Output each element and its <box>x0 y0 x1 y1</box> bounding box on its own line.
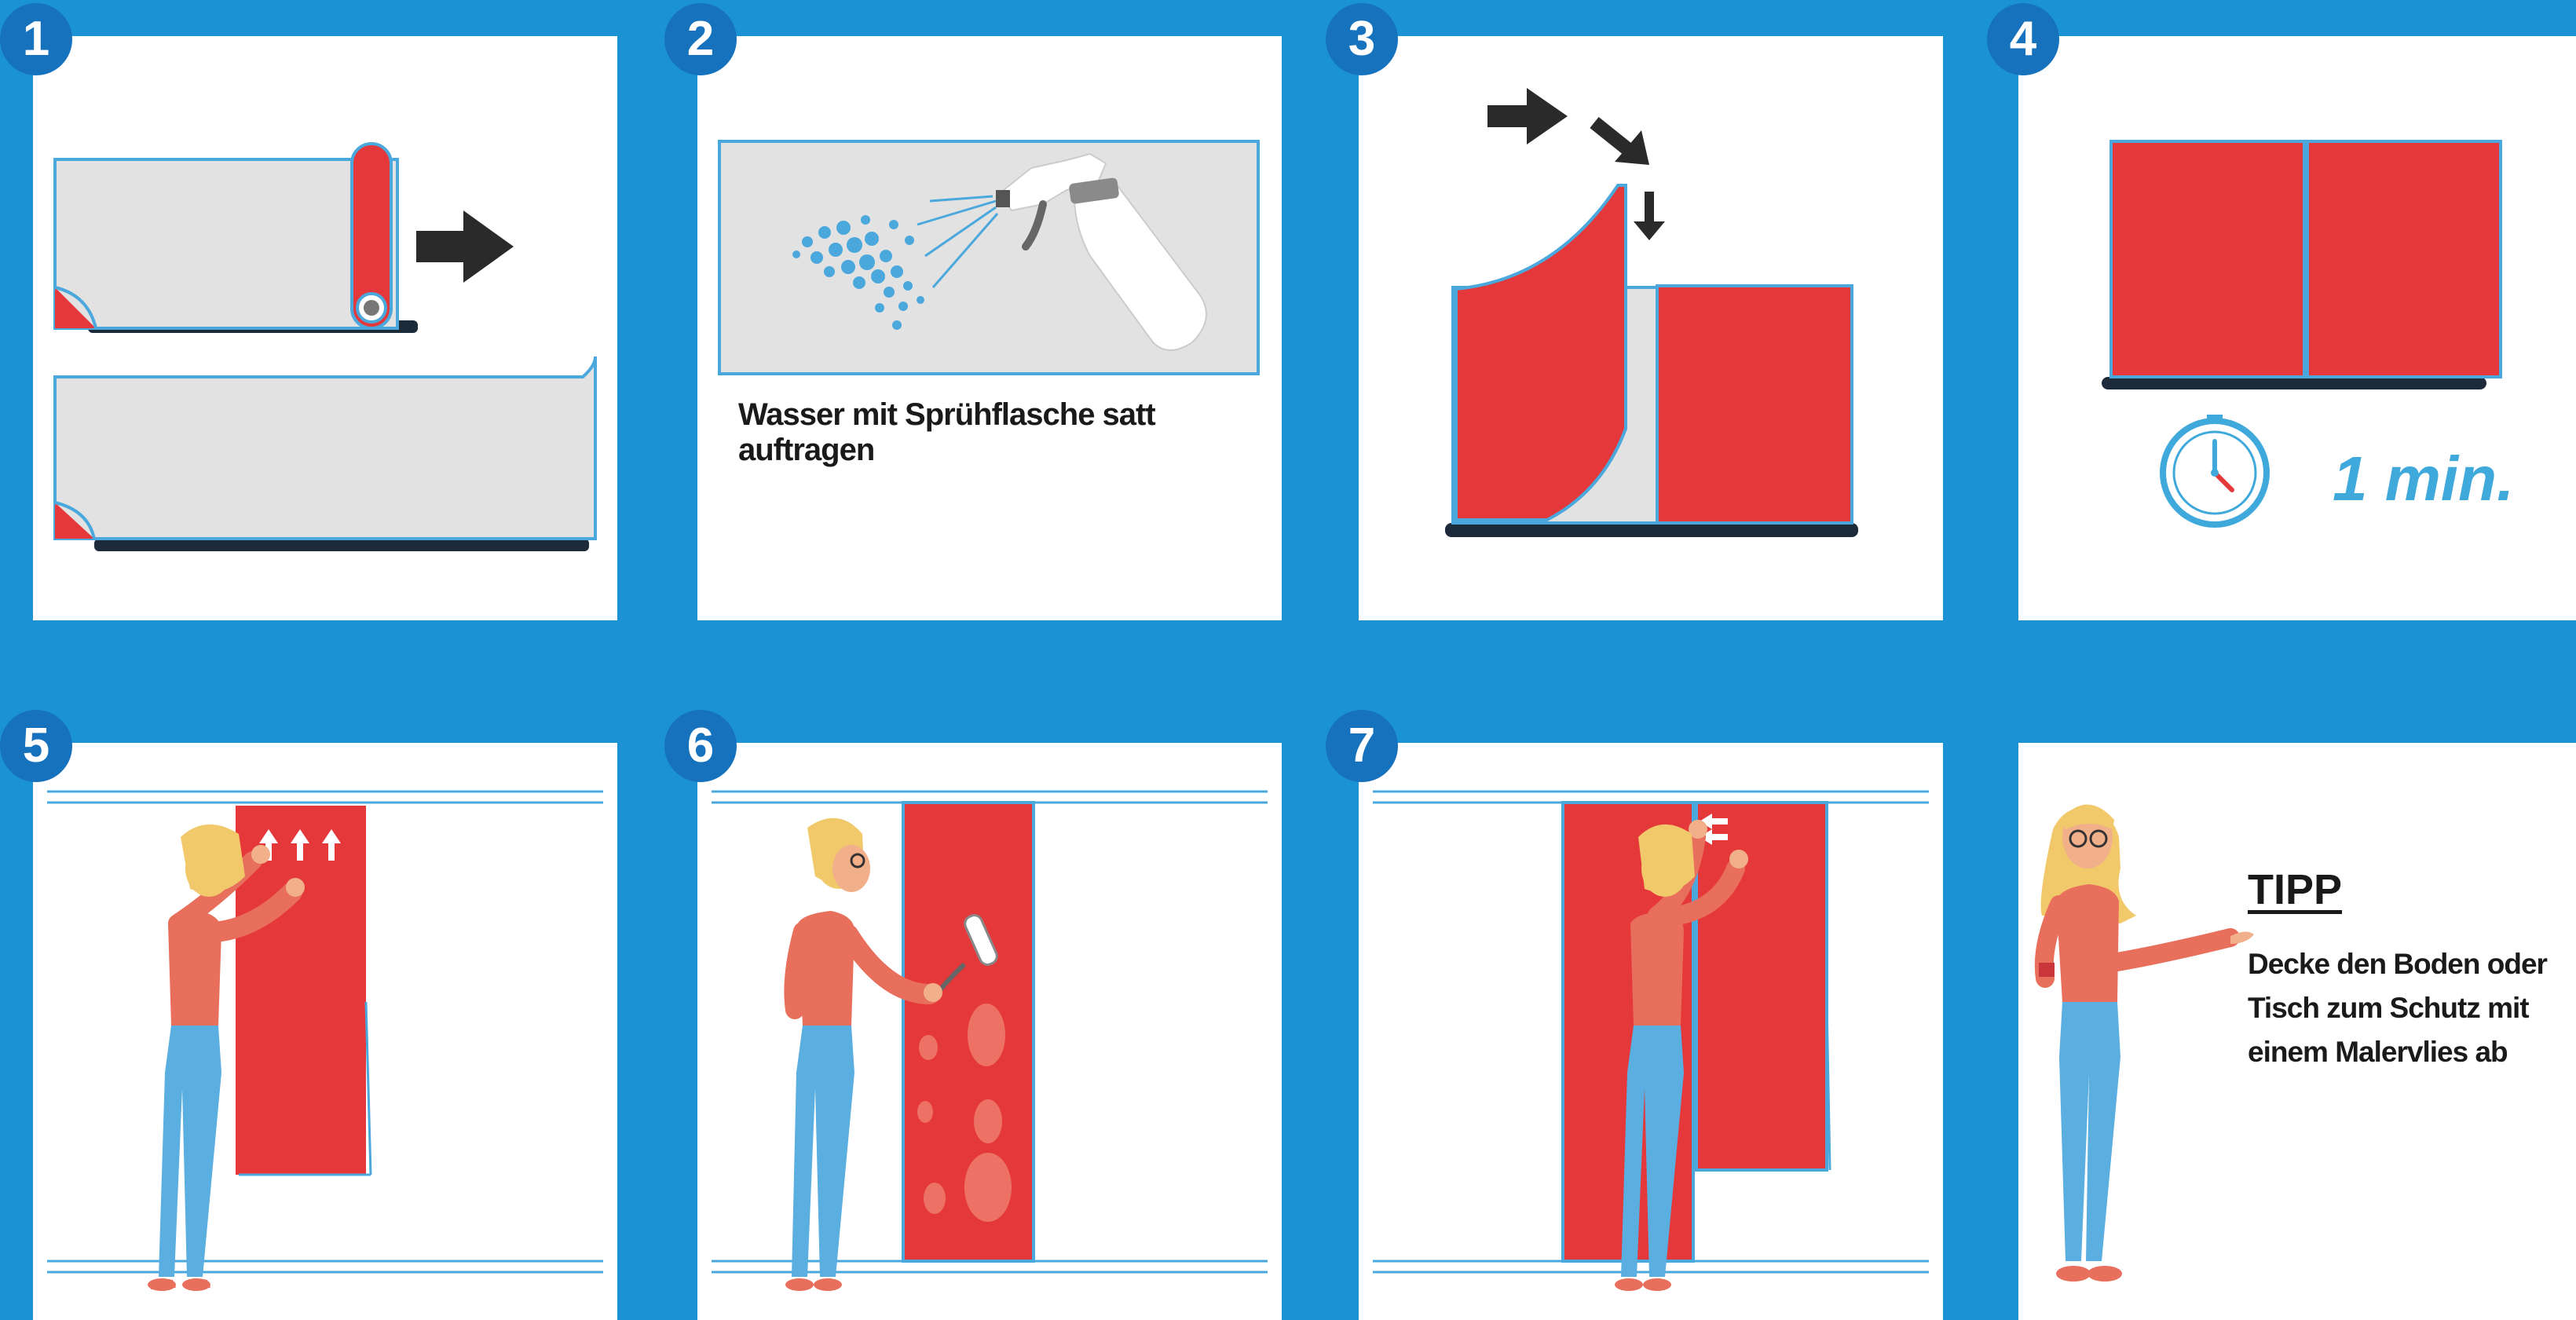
arrow-right-icon <box>416 210 514 283</box>
tip-text: Decke den Boden oder Tisch zum Schutz mi… <box>2248 942 2570 1074</box>
tip-panel: TIPP Decke den Boden oder Tisch zum Schu… <box>2018 743 2576 1320</box>
arrow-down-right-icon <box>1594 122 1649 165</box>
step-6-illustration <box>697 743 1282 1320</box>
step-badge-7: 7 <box>1326 710 1398 782</box>
step-2-illustration <box>697 36 1282 620</box>
step-1-illustration <box>33 36 617 620</box>
tip-text-line: einem Malervlies ab <box>2248 1030 2570 1074</box>
step-2-caption: Wasser mit Sprühflasche satt auftragen <box>738 397 1272 468</box>
step-6-panel <box>697 743 1282 1320</box>
step-badge-2: 2 <box>664 3 737 75</box>
wallpaper-roll-icon <box>55 144 418 333</box>
wallpaper-sheet-icon <box>55 357 595 551</box>
arrow-up-icon <box>259 829 341 861</box>
step-5-illustration <box>33 743 617 1320</box>
step-7-illustration <box>1359 743 1943 1320</box>
step-badge-1: 1 <box>0 3 72 75</box>
step-3-panel <box>1359 36 1943 620</box>
step-4-panel: 1 min. <box>2018 36 2576 620</box>
step-badge-4: 4 <box>1987 3 2059 75</box>
step-badge-5: 5 <box>0 710 72 782</box>
step-badge-6: 6 <box>664 710 737 782</box>
tip-text-line: Tisch zum Schutz mit <box>2248 986 2570 1030</box>
timer-duration: 1 min. <box>2333 443 2514 515</box>
tip-text-line: Decke den Boden oder <box>2248 942 2570 986</box>
clock-icon <box>2163 415 2267 525</box>
step-1-panel <box>33 36 617 620</box>
woman-figure-icon <box>2039 804 2254 1282</box>
step-2-panel: Wasser mit Sprühflasche satt auftragen <box>697 36 1282 620</box>
arrow-down-icon <box>1634 192 1665 240</box>
step-5-panel <box>33 743 617 1320</box>
step-7-panel <box>1359 743 1943 1320</box>
step-3-illustration <box>1359 36 1943 620</box>
step-4-illustration <box>2018 36 2576 620</box>
arrow-right-icon <box>1487 88 1568 144</box>
step-badge-3: 3 <box>1326 3 1398 75</box>
tip-title: TIPP <box>2248 865 2342 914</box>
